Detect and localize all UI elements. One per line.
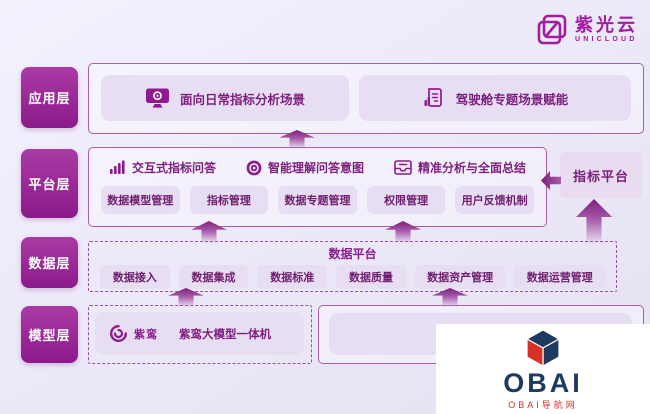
feature-label: 智能理解问答意图 [267,161,364,175]
data-platform-title: 数据平台 [328,247,377,261]
app-layer-panel: 面向日常指标分析场景 驾驶舱专题场景赋能 [88,63,644,134]
dashboard-report-icon [422,86,446,110]
data-module: 数据资产管理 [414,265,506,289]
feature-label: 交互式指标问答 [131,161,216,175]
data-module: 数据接入 [100,265,170,289]
ziluan-product-label: 紫鸾大模型一体机 [179,328,271,341]
indicator-platform-badge: 指标平台 [560,152,642,198]
brand-name: 紫光云 [575,15,638,35]
data-layer-panel: 数据平台 数据接入 数据集成 数据标准 数据质量 数据资产管理 数据运营管理 [88,241,617,292]
data-modules: 数据接入 数据集成 数据标准 数据质量 数据资产管理 数据运营管理 [100,265,606,289]
feature-interactive-qa: 交互式指标问答 [109,159,216,176]
cube-icon [523,328,563,368]
watermark: OBAI OBAI导航网 [436,324,650,414]
brand-subtitle: UNICLOUD [575,36,638,43]
platform-module: 数据专题管理 [278,186,357,214]
feature-precise-analysis: 精准分析与全面总结 [394,159,526,176]
ziluan-product-card: 紫鸾 紫鸾大模型一体机 [95,312,304,355]
feature-label: 精准分析与全面总结 [418,161,527,175]
ziluan-brand: 紫鸾 [134,328,158,341]
data-module: 数据集成 [178,265,249,289]
data-module: 数据标准 [257,265,328,289]
unicloud-frame-icon [536,13,568,45]
model-layer-left-panel: 紫鸾 紫鸾大模型一体机 [88,305,312,364]
app-scenario-label: 驾驶舱专题场景赋能 [455,92,569,107]
intent-icon [246,160,262,176]
data-module: 数据运营管理 [514,265,606,289]
bar-chart-icon [109,160,126,175]
platform-modules: 数据模型管理 指标管理 数据专题管理 权限管理 用户反馈机制 [101,186,534,214]
inbox-icon [394,160,412,175]
layer-label-platform: 平台层 [21,149,78,218]
swirl-icon [110,325,127,342]
platform-module: 指标管理 [189,186,269,214]
platform-features: 交互式指标问答 智能理解问答意图 精准分析与全面总结 [89,159,546,176]
platform-module: 权限管理 [366,186,446,214]
arrow-up-icon [576,199,612,244]
layer-label-model: 模型层 [21,306,78,363]
app-scenario-card: 驾驶舱专题场景赋能 [359,75,631,121]
unicloud-logo: 紫光云 UNICLOUD [536,13,638,45]
watermark-subtitle: OBAI导航网 [508,399,578,410]
watermark-title: OBAI [503,367,583,398]
app-scenario-card: 面向日常指标分析场景 [101,75,349,121]
platform-module: 用户反馈机制 [455,186,534,214]
feature-intent-understanding: 智能理解问答意图 [246,159,364,176]
monitor-icon [145,87,170,110]
data-module: 数据质量 [336,265,406,289]
layer-label-app: 应用层 [21,67,78,128]
app-scenario-label: 面向日常指标分析场景 [179,92,305,107]
layer-label-data: 数据层 [21,237,78,288]
platform-layer-panel: 交互式指标问答 智能理解问答意图 精准分析与全面总结 [88,147,547,227]
platform-module: 数据模型管理 [101,186,180,214]
